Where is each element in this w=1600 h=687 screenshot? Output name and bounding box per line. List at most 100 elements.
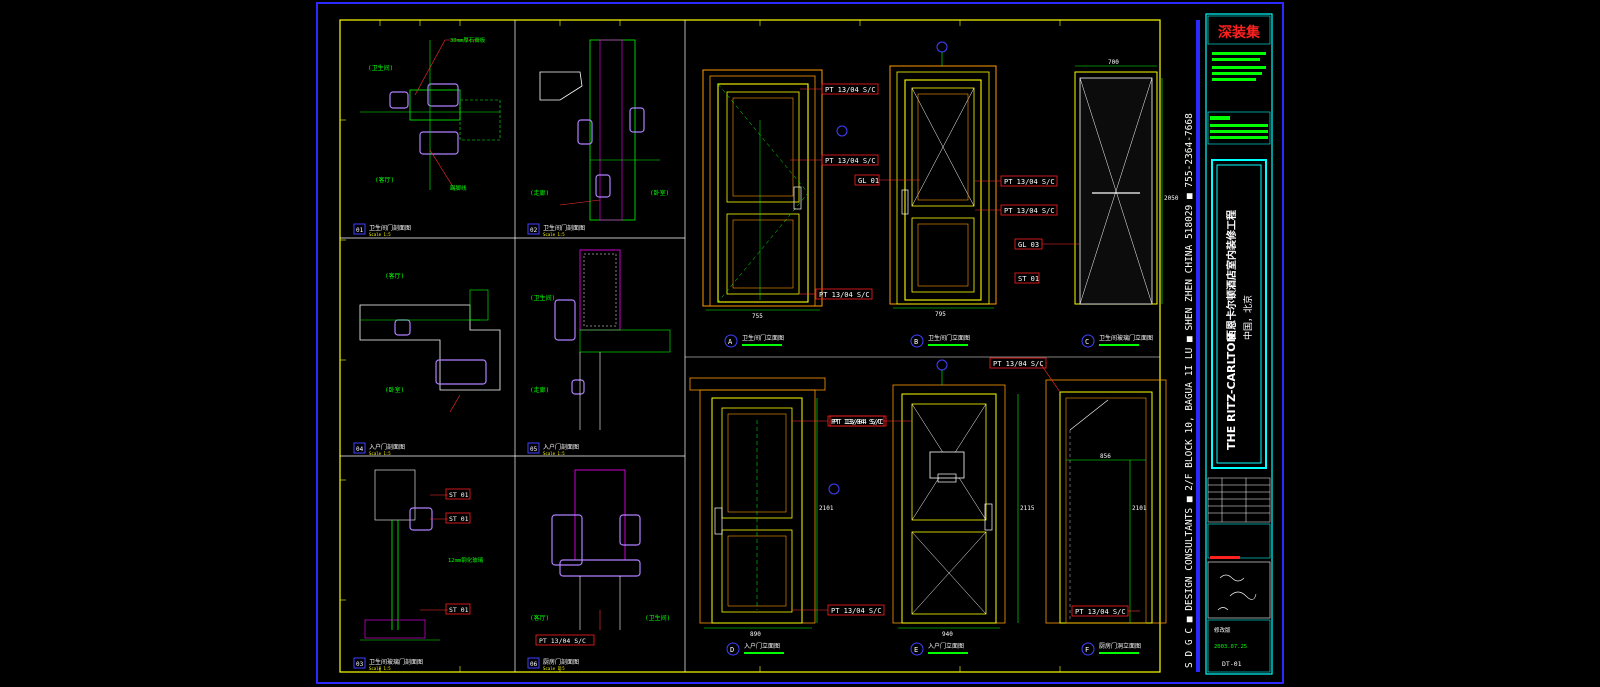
- room-label-9: (客厅): [530, 614, 549, 622]
- room-label-7: (卫生间): [530, 294, 555, 302]
- tag-pt: PT 13/04 S/C: [833, 418, 884, 426]
- tag-st01: ST 01: [1018, 275, 1039, 283]
- tag-pt: PT 13/04 S/C: [993, 360, 1044, 368]
- svg-text:入户门剖面图: 入户门剖面图: [543, 443, 579, 451]
- tag-pt: PT 13/04 S/C: [1004, 178, 1055, 186]
- title-block-fill: [1210, 116, 1268, 139]
- svg-text:厨房门剖面图: 厨房门剖面图: [543, 658, 579, 666]
- svg-text:卫生间玻璃门剖面图: 卫生间玻璃门剖面图: [369, 658, 423, 666]
- tag-st01: ST 01: [449, 515, 469, 523]
- drawing-date: 2003.07.25: [1214, 644, 1247, 650]
- dimension-label: 700: [1108, 59, 1119, 66]
- elevation-tag: D: [730, 646, 734, 654]
- dimension-label: 2101: [1132, 505, 1147, 512]
- dimension-label: 755: [752, 313, 763, 320]
- tag-st01: ST 01: [449, 491, 469, 499]
- svg-text:卫生间门剖面图: 卫生间门剖面图: [369, 224, 411, 232]
- room-label-8: (走廊): [530, 386, 549, 394]
- elevation-tag: E: [914, 646, 918, 654]
- section-detail-05: (卫生间) (走廊): [530, 249, 671, 430]
- elevation-title: 入户门立面图: [928, 642, 964, 650]
- tag-gl: GL 03: [1018, 241, 1039, 249]
- door-elevation-c: 700 2050 GL 03 ST 01 C 卫生间玻璃门立面图: [1014, 59, 1179, 348]
- svg-text:Scale 1:5: Scale 1:5: [543, 666, 565, 671]
- dimension-label: 890: [750, 631, 761, 638]
- firm-strip-text: S D G C ■ DESIGN CONSULTANTS ■ 2/F BLOCK…: [1184, 113, 1195, 668]
- tag-pt: PT 13/04 S/C: [831, 418, 882, 426]
- room-label-3: (走廊): [530, 189, 549, 197]
- elevation-title: 入户门立面图: [744, 642, 780, 650]
- door-elevation-f: 856 2101 PT 13/04 S/C PT 13/04 S/C F 厨房门…: [989, 357, 1167, 656]
- tag-gl: GL 01: [858, 177, 879, 185]
- stamp-mark: [1210, 556, 1240, 559]
- firm-logo: 深装集: [1218, 24, 1261, 41]
- note-label: 踢脚线: [450, 184, 467, 192]
- elevation-title: 卫生间门立面图: [928, 334, 970, 342]
- section-caption: 04 入户门剖面图 Scale 1:5: [353, 442, 405, 456]
- project-name-en: THE RITZ-CARLTON: [1225, 333, 1238, 450]
- svg-text:04: 04: [356, 446, 364, 453]
- svg-text:06: 06: [530, 661, 538, 668]
- section-caption: 05 入户门剖面图 Scale 1:5: [527, 442, 579, 456]
- elevation-title: 卫生间门立面图: [742, 334, 784, 342]
- elevation-tag: A: [728, 338, 733, 346]
- tag-pt: PT 13/04 S/C: [825, 86, 876, 94]
- room-label-10: (卫生间): [645, 614, 670, 622]
- svg-text:Scale 1:5: Scale 1:5: [543, 451, 565, 456]
- revision-table: [1207, 477, 1271, 523]
- section-caption: 03 卫生间玻璃门剖面图 Scale 1:5: [353, 657, 423, 671]
- elevation-title: 卫生间玻璃门立面图: [1099, 334, 1153, 342]
- elevation-tag: F: [1085, 646, 1089, 654]
- section-detail-01: (卫生间) (客厅) 30mm厚石膏板 踢脚线: [360, 36, 501, 192]
- door-elevation-e: 940 2115 PT 13/04 S/C E 入户门立面图: [829, 359, 1035, 656]
- tag-pt: PT 13/04 S/C: [819, 291, 870, 299]
- section-caption: 02 卫生间门剖面图 Scale 1:5: [527, 223, 585, 237]
- room-label-4: (卧室): [650, 189, 669, 197]
- title-block: 深装集 THE RITZ-CARLTON 西恩卡尔顿酒店室内装修工程 中国，北京: [1205, 13, 1273, 675]
- firm-text-lines: [1212, 52, 1266, 81]
- door-elevation-a: 755 PT 13/04 S/C PT 13/04 S/C PT 13/04 S…: [702, 69, 879, 348]
- tag-st01: ST 01: [449, 606, 469, 614]
- room-label-6: (卧室): [385, 386, 404, 394]
- project-name-cn: 西恩卡尔顿酒店室内装修工程: [1225, 210, 1238, 340]
- revision-note: 修改版: [1214, 626, 1231, 634]
- room-label-1: (卫生间): [368, 64, 393, 72]
- section-caption: 01 卫生间门剖面图 Scale 1:5: [353, 223, 411, 237]
- sheet-number: DT-01: [1222, 660, 1242, 668]
- door-elevation-d: 890 2101 PT 13/04 S/C PT 13/04 S/C D 入户门…: [689, 377, 885, 656]
- svg-text:Scale 1:5: Scale 1:5: [369, 451, 391, 456]
- tag-pt: PT 13/04 S/C: [825, 157, 876, 165]
- border-ticks: [340, 20, 1061, 672]
- project-location: 中国，北京: [1242, 295, 1254, 340]
- section-detail-06: PT 13/04 S/C (客厅) (卫生间): [530, 469, 670, 646]
- tag-pt: PT 13/04 S/C: [539, 637, 586, 645]
- svg-text:卫生间门剖面图: 卫生间门剖面图: [543, 224, 585, 232]
- svg-text:01: 01: [356, 227, 364, 234]
- dimension-label: 795: [935, 311, 946, 318]
- outer-frame: [316, 2, 1284, 684]
- dimension-label: 2101: [819, 505, 834, 512]
- svg-text:入户门剖面图: 入户门剖面图: [369, 443, 405, 451]
- elevation-tag: B: [914, 338, 918, 346]
- dimension-label: 2050: [1164, 195, 1179, 202]
- svg-text:05: 05: [530, 446, 538, 453]
- firm-strip-bar: [1196, 20, 1200, 672]
- signature-area: [1207, 561, 1271, 619]
- svg-text:03: 03: [356, 661, 364, 668]
- tag-pt: PT 13/04 S/C: [1075, 608, 1126, 616]
- svg-text:02: 02: [530, 227, 538, 234]
- dimension-label: 940: [942, 631, 953, 638]
- door-elevation-b: 795 GL 01 PT 13/04 S/C PT 13/04 S/C B 卫生…: [854, 41, 1058, 348]
- dimension-label: 2115: [1020, 505, 1035, 512]
- dimension-label: 856: [1100, 453, 1111, 460]
- elevation-tag: C: [1085, 338, 1089, 346]
- section-caption: 06 厨房门剖面图 Scale 1:5: [527, 657, 579, 671]
- elevation-title: 厨房门洞立面图: [1099, 642, 1141, 650]
- section-detail-04: (客厅) (卧室): [359, 272, 501, 413]
- svg-text:Scale 1:5: Scale 1:5: [369, 666, 391, 671]
- tag-pt: PT 13/04 S/C: [1004, 207, 1055, 215]
- svg-text:Scale 1:5: Scale 1:5: [369, 232, 391, 237]
- section-detail-03: ST 01 ST 01 ST 01 12mm钢化玻璃: [360, 469, 484, 641]
- svg-text:Scale 1:5: Scale 1:5: [543, 232, 565, 237]
